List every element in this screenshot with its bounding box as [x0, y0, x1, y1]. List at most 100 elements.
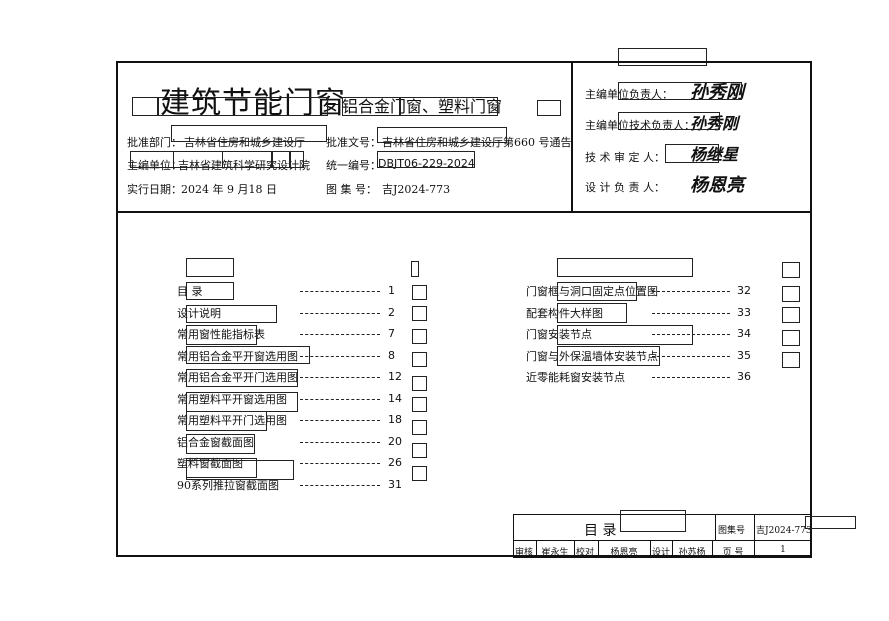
annotation-box	[186, 460, 294, 480]
annotation-box	[377, 151, 475, 168]
marker-square	[782, 262, 800, 278]
responsible-label-4: 设 计 负 责 人：	[585, 181, 665, 194]
toc-left-item-title: 常用塑料平开门选用图	[177, 414, 287, 427]
annotation-box	[557, 282, 637, 301]
toc-right-item-page: 36	[737, 370, 751, 383]
annotation-box	[537, 100, 561, 116]
annotation-box	[186, 325, 257, 345]
annotation-box	[618, 82, 742, 100]
effective-date: 2024 年 9 月18 日	[181, 183, 277, 196]
annotation-box	[557, 325, 693, 345]
toc-left-item-title: 常用铝合金平开门选用图	[177, 371, 298, 384]
toc-right-item-title: 门窗与外保温墙体安装节点	[526, 349, 658, 363]
annotation-box	[411, 261, 419, 277]
toc-left-item-title: 常用铝合金平开窗选用图	[177, 349, 298, 363]
toc-left-item: 常用铝合金平开门选用图 12	[177, 369, 418, 385]
editor-unit: 吉林省建筑科学研究设计院	[178, 159, 310, 172]
atlas-no: 吉J2024-773	[382, 183, 451, 196]
annotation-box	[130, 151, 174, 168]
toc-left-leader-line	[300, 355, 380, 357]
annotation-box	[342, 97, 400, 116]
toc-left-item-title: 常用窗性能指标表	[177, 328, 265, 341]
responsible-label-3: 技 术 审 定 人：	[585, 151, 665, 164]
signature-3: 杨继星	[690, 145, 739, 164]
unified-no-label: 统一编号：	[326, 159, 381, 172]
title-block-check-label: 校对	[575, 548, 594, 558]
marker-square	[412, 443, 427, 458]
marker-square	[412, 420, 427, 435]
toc-left-item-page: 8	[388, 348, 395, 362]
title-block-atlas-no: 吉J2024-773	[756, 526, 812, 536]
header-divider	[116, 211, 812, 213]
toc-right-item-page: 35	[737, 348, 751, 362]
annotation-box	[132, 97, 158, 116]
toc-right-leader-line	[652, 291, 730, 292]
toc-left-item-page: 26	[388, 456, 402, 469]
marker-square	[412, 306, 427, 321]
toc-right-item-page: 34	[737, 327, 751, 340]
toc-left-leader-line	[300, 398, 380, 400]
toc-left-leader-line	[300, 377, 380, 378]
title-block-design-name: 孙苏杨	[678, 548, 706, 558]
toc-left-leader-line	[300, 334, 380, 335]
effective-date-label: 实行日期：	[127, 183, 182, 196]
responsible-label-1: 主编单位负责人：	[585, 88, 673, 101]
annotation-box	[400, 97, 498, 116]
toc-left-leader-line	[300, 441, 380, 443]
toc-left-item-page: 31	[388, 477, 402, 491]
marker-square	[412, 397, 427, 412]
title-block-check-name: 杨恩亮	[610, 548, 638, 558]
annotation-box	[272, 151, 290, 168]
marker-square	[412, 466, 427, 481]
atlas-no-label: 图 集 号：	[326, 183, 377, 196]
page-subtitle: 铝合金门窗、塑料门窗	[342, 97, 503, 116]
annotation-box	[186, 411, 267, 431]
toc-left-item-page: 12	[388, 370, 402, 383]
marker-square	[782, 352, 800, 368]
title-block-name: 目 录	[584, 523, 617, 539]
toc-right-leader-line	[652, 355, 730, 357]
annotation-box	[290, 151, 304, 168]
marker-square	[412, 329, 427, 344]
toc-left-leader-line	[300, 484, 380, 486]
marker-square	[782, 307, 800, 323]
title-block-design-label: 设计	[651, 548, 670, 558]
toc-left-leader-line	[300, 312, 380, 314]
editor-unit-label: 主编单位：	[127, 159, 182, 172]
title-block-review-name: 崔永生	[541, 548, 569, 558]
toc-left-item-page: 14	[388, 391, 402, 405]
title-block-review-label: 审核	[514, 548, 533, 558]
toc-left-item-title: 设计说明	[177, 306, 221, 320]
annotation-box	[186, 369, 298, 387]
marker-square	[412, 376, 427, 391]
toc-left-item: 常用窗性能指标表 7	[177, 326, 418, 342]
annotation-box	[186, 346, 310, 364]
marker-square	[782, 330, 800, 346]
title-dash	[326, 104, 338, 105]
marker-square	[412, 352, 427, 367]
header-vertical-divider	[571, 61, 573, 212]
annotation-box	[186, 282, 234, 300]
annotation-box	[805, 516, 856, 529]
toc-left-item-page: 7	[388, 327, 395, 340]
toc-right-item-page: 32	[737, 284, 751, 297]
marker-square	[412, 285, 427, 300]
annotation-box	[222, 151, 272, 168]
toc-left-leader-line	[300, 291, 380, 292]
annotation-box	[171, 125, 327, 142]
annotation-box	[186, 305, 277, 323]
toc-right-item-page: 33	[737, 305, 751, 319]
approval-dept-label: 批准部门：	[127, 136, 182, 149]
annotation-box	[377, 127, 507, 143]
annotation-box	[665, 144, 719, 163]
marker-square	[782, 286, 800, 302]
toc-left-leader-line	[300, 463, 380, 464]
